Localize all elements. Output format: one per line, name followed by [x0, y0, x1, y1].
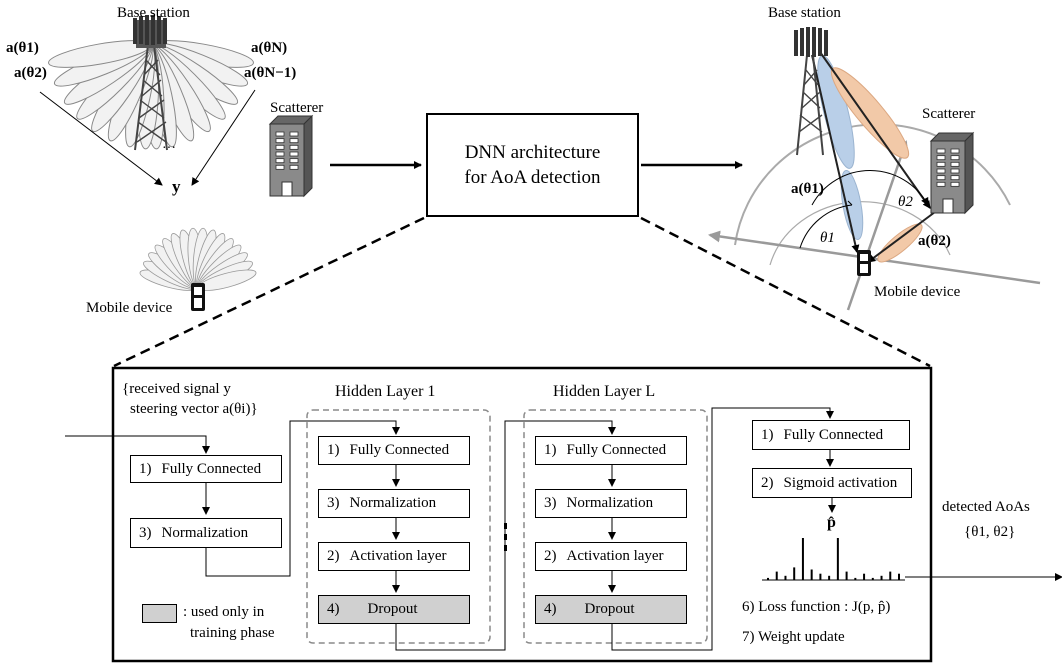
scatterer-label-right: Scatterer [922, 106, 976, 122]
base-station-tower-right [794, 27, 828, 156]
arrow-a2-to-y [39, 91, 163, 186]
beam-label-aN1: a(θN−1) [244, 65, 297, 81]
aoa-scene-right [708, 51, 1041, 311]
zoom-line-right [640, 216, 931, 368]
base-station-label-right: Base station [768, 5, 841, 21]
dnn-title-line2: for AoA detection [464, 167, 601, 188]
beam-label-a1: a(θ1) [6, 40, 39, 56]
loss-function-label: 6) Loss function : J(p, p̂) [742, 599, 891, 615]
hidden-layer-1-frame [306, 409, 491, 644]
scatterer-building-left [268, 114, 314, 198]
output-spectrum [762, 538, 905, 581]
legend-line2: training phase [190, 625, 275, 641]
p-hat-label: p̂ [827, 514, 836, 531]
hidden-layer-1-title: Hidden Layer 1 [335, 383, 436, 400]
weight-update-label: 7) Weight update [742, 629, 845, 645]
layer-ellipsis [504, 523, 507, 551]
steering-label-theta2: a(θ2) [918, 233, 951, 249]
angle-label-theta2: θ2 [898, 194, 913, 210]
hidden-layer-L-title: Hidden Layer L [553, 383, 656, 400]
base-station-tower-left [133, 15, 168, 151]
received-signal-y: y [172, 177, 181, 196]
network-connections [65, 407, 1062, 651]
mobile-device-label-left: Mobile device [86, 300, 173, 316]
legend-gray-swatch [142, 604, 177, 623]
steering-label-theta1: a(θ1) [791, 181, 824, 197]
dnn-title-line1: DNN architecture [464, 142, 601, 163]
base-station-label-left: Base station [117, 5, 190, 21]
dnn-architecture-box: DNN architecture for AoA detection [426, 113, 639, 217]
beam-ellipsis: ··· [162, 141, 176, 156]
h1-fully-connected-block: 1)Fully Connected [318, 436, 470, 465]
output-fully-connected-block: 1)Fully Connected [752, 420, 910, 450]
input-label-line1: {received signal y [122, 381, 231, 397]
angle-label-theta1: θ1 [820, 230, 835, 246]
beam-label-a2: a(θ2) [14, 65, 47, 81]
scatterer-label-left: Scatterer [270, 100, 324, 116]
hL-normalization-block: 3)Normalization [535, 489, 687, 518]
mobile-device-icon-right [857, 250, 871, 276]
h1-dropout-block: 4)Dropout [318, 595, 470, 624]
h1-activation-block: 2)Activation layer [318, 542, 470, 571]
beam-label-aN: a(θN) [251, 40, 288, 56]
hL-dropout-block: 4)Dropout [535, 595, 687, 624]
input-label-line2: steering vector a(θi)} [130, 401, 258, 417]
hL-fully-connected-block: 1)Fully Connected [535, 436, 687, 465]
output-sigmoid-block: 2)Sigmoid activation [752, 468, 912, 498]
arrow-aN1-to-y [191, 89, 256, 186]
input-normalization-block: 3)Normalization [130, 518, 282, 548]
network-panel [111, 366, 933, 663]
mobile-device-icon-left [191, 283, 205, 311]
zoom-line-left [113, 216, 425, 368]
hidden-layer-L-frame [523, 409, 708, 644]
legend-line1: : used only in [183, 604, 265, 620]
h1-normalization-block: 3)Normalization [318, 489, 470, 518]
hL-activation-block: 2)Activation layer [535, 542, 687, 571]
detected-aoas-line1: detected AoAs [942, 499, 1030, 515]
beam-fan-mobile-left [139, 227, 257, 291]
scatterer-building-right [929, 131, 975, 215]
mobile-device-label-right: Mobile device [874, 284, 961, 300]
input-fully-connected-block: 1)Fully Connected [130, 455, 282, 483]
detected-aoas-line2: {θ1, θ2} [964, 524, 1016, 540]
